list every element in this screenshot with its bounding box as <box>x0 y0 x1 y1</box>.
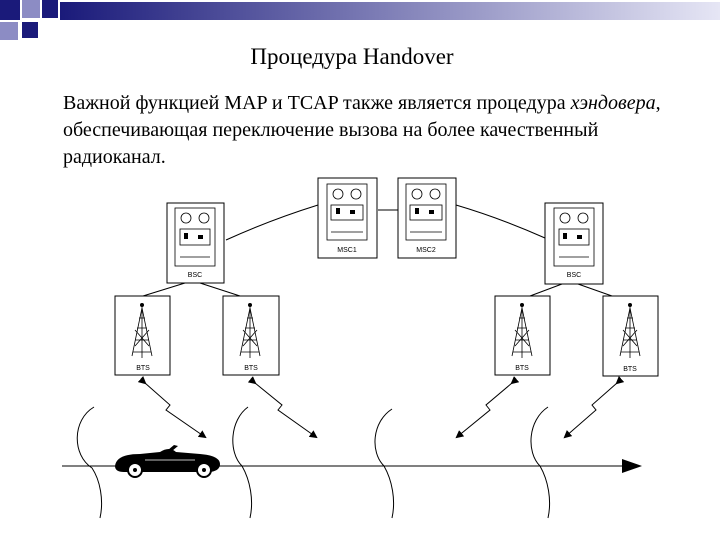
bsc-left-label: BSC <box>188 272 202 279</box>
link-bsc-left-bts1 <box>142 282 186 297</box>
coverage-curve-4 <box>530 406 551 519</box>
bts-4-label: BTS <box>623 366 637 373</box>
link-bsc-left-bts2 <box>199 282 241 297</box>
coverage-curve-1 <box>76 406 103 519</box>
radio-link-1 <box>137 376 207 439</box>
bsc-right: BSC <box>544 202 604 285</box>
bts-2: BTS <box>222 295 280 376</box>
movement-arrowhead <box>622 459 642 473</box>
msc1-label: MSC1 <box>337 247 357 254</box>
link-msc2-bsc-right <box>455 204 546 239</box>
coverage-curve-2 <box>232 406 253 519</box>
radio-link-3 <box>455 376 520 439</box>
bts-3: BTS <box>494 295 551 376</box>
bsc-right-label: BSC <box>567 272 581 279</box>
link-bsc-right-bts3 <box>529 283 563 297</box>
header-squares <box>0 0 58 40</box>
msc1: MSC1 <box>317 177 378 259</box>
coverage-curve-3 <box>374 408 395 519</box>
bts-1: BTS <box>114 295 171 376</box>
bts-4: BTS <box>602 295 659 377</box>
header-decoration <box>0 0 720 40</box>
bts-1-label: BTS <box>136 365 150 372</box>
bts-3-label: BTS <box>515 365 529 372</box>
car-icon <box>115 445 220 478</box>
msc2: MSC2 <box>397 177 457 259</box>
italic-term: хэндовера <box>570 92 656 114</box>
bsc-left: BSC <box>166 202 225 284</box>
link-bsc-left-msc1 <box>225 204 319 241</box>
link-bsc-right-bts4 <box>577 283 613 297</box>
msc2-label: MSC2 <box>416 247 436 254</box>
bts-2-label: BTS <box>244 365 258 372</box>
radio-link-2 <box>247 376 318 439</box>
radio-link-4 <box>563 376 625 439</box>
slide-title: Процедура Handover <box>250 44 454 69</box>
slide-paragraph: Важной функцией MAP и TCAP также являетс… <box>63 92 661 168</box>
